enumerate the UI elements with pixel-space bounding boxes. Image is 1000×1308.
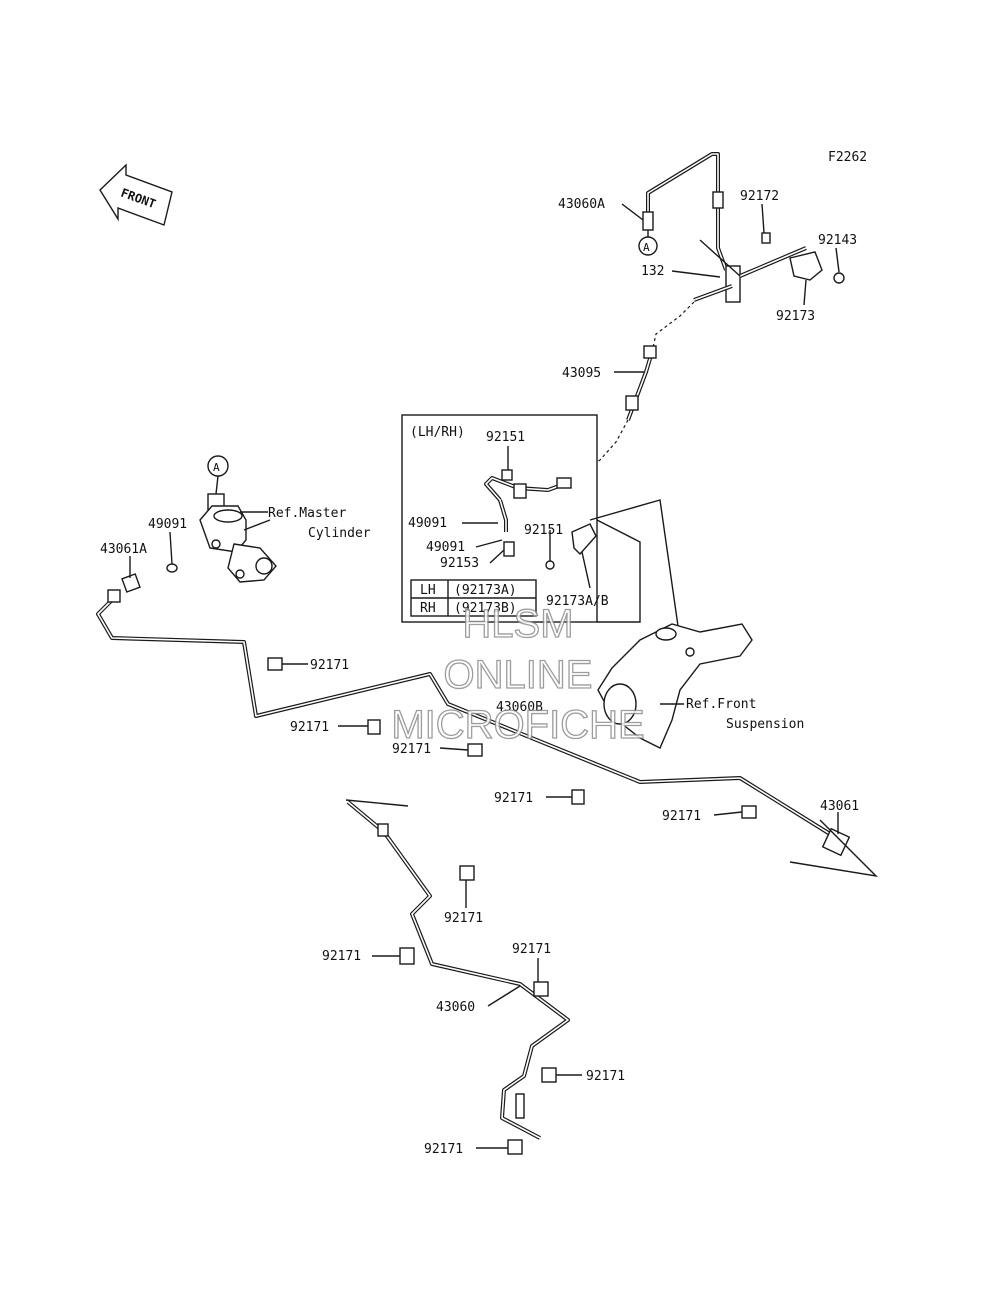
watermark-line1: HLSM [462,602,573,646]
clip-icons-upper [267,657,757,819]
ref-master-cylinder-2: Cylinder [308,526,371,541]
table-lh-part: (92173A) [454,583,517,598]
label-92171-f: 92171 [444,911,483,926]
fitting-43061 [821,827,851,857]
label-92153: 92153 [440,556,479,571]
label-43060: 43060 [436,1000,475,1015]
table-rh-side: RH [420,601,436,616]
ref-master-cylinder-1: Ref.Master [268,506,346,521]
label-92171-a: 92171 [310,658,349,673]
label-92171-g: 92171 [322,949,361,964]
label-92171-d: 92171 [494,791,533,806]
label-92171-b: 92171 [290,720,329,735]
label-92171-c: 92171 [392,742,431,757]
pipe-continuation-left [345,799,409,807]
pipe-continuation-right [789,819,879,878]
label-49091-inset-b: 49091 [426,540,465,555]
label-43061: 43061 [820,799,859,814]
master-cylinder [199,493,277,583]
watermark-line2: ONLINE [444,653,593,697]
pipe-43060B [96,589,851,857]
marker-a-top: A [643,241,650,254]
inset-lh-rh: (LH/RH) LH (92173A) RH (92173B) [401,414,598,623]
fitting-43061A [121,573,141,593]
label-49091-inset-a: 49091 [408,516,447,531]
bracket-assembly [693,232,845,303]
table-rh-part: (92173B) [454,601,517,616]
label-92151-top: 92151 [486,430,525,445]
ref-front-suspension-2: Suspension [726,717,804,732]
label-92171-j: 92171 [424,1142,463,1157]
inset-title: (LH/RH) [410,425,465,440]
label-92173: 92173 [776,309,815,324]
label-132: 132 [641,264,664,279]
label-43060B: 43060B [496,700,543,715]
pipe-43060 [346,800,570,1140]
label-43060A: 43060A [558,197,605,212]
watermark-line3: MICROFICHE [391,703,644,747]
label-92143: 92143 [818,233,857,248]
label-92151-bottom: 92151 [524,523,563,538]
label-92172: 92172 [740,189,779,204]
hose-dash-1 [651,301,695,353]
front-suspension [597,623,753,749]
leader-lines [129,203,840,1149]
front-arrow-icon: FRONT [99,163,173,226]
label-43061A: 43061A [100,542,147,557]
label-92171-i: 92171 [586,1069,625,1084]
figure-code: F2262 [828,150,867,165]
label-49091: 49091 [148,517,187,532]
ref-front-suspension-1: Ref.Front [686,697,756,712]
table-lh-side: LH [420,583,436,598]
clip-icons-lower [399,865,557,1155]
label-92173AB: 92173A/B [546,594,609,609]
label-92171-h: 92171 [512,942,551,957]
label-92171-e: 92171 [662,809,701,824]
hose-43095 [625,345,657,421]
washer-49091 [166,563,178,573]
pipe-43060A [642,152,728,271]
label-43095: 43095 [562,366,601,381]
watermark: HLSM ONLINE MICROFICHE [391,601,646,747]
marker-a-left: A [213,461,220,474]
